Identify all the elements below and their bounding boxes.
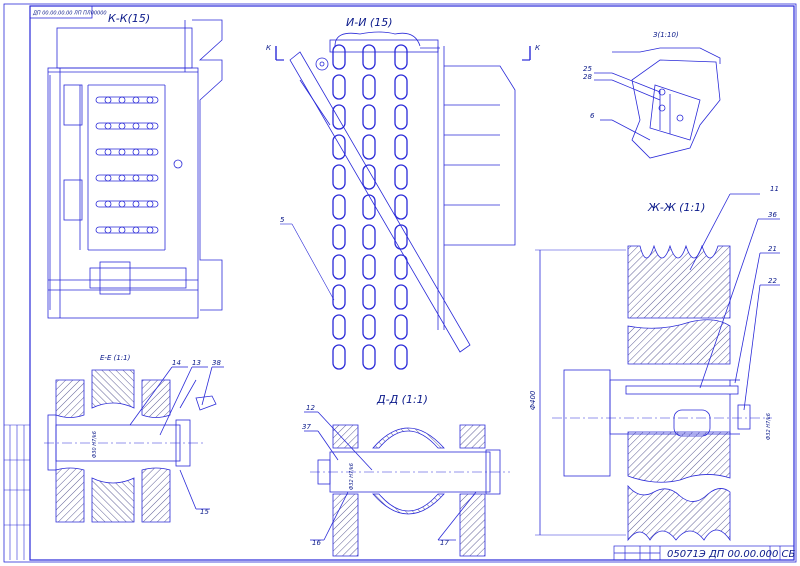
drawing-code: 05071Э ДП 00.00.000 СБ: [667, 549, 796, 560]
chain-column-1: [332, 44, 346, 370]
callout-17: 17: [440, 539, 449, 547]
callout-12: 12: [306, 404, 315, 412]
callout-5: 5: [280, 216, 285, 224]
chain-column-2: [362, 44, 376, 370]
cut-label-left: К: [266, 44, 272, 52]
callout-25: 25: [583, 65, 592, 73]
chain-column-3: [394, 44, 408, 370]
title-block: [613, 545, 795, 561]
callout-11: 11: [770, 185, 779, 193]
view-ii: [275, 31, 531, 353]
dim-zh-fit: Ф32 H7/k6: [766, 413, 772, 440]
cut-label-right: К: [535, 44, 541, 52]
view-zh-title: Ж-Ж (1:1): [647, 201, 705, 214]
dim-zh-vertical: Ф400: [529, 390, 537, 410]
sheet-frame: [3, 3, 797, 563]
view-kk-title: К-К(15): [108, 12, 150, 25]
view-z: [594, 47, 721, 159]
corner-code-box: ДП 00.00.00.00 ЛП ПЛ00000: [29, 5, 107, 19]
callout-28: 28: [583, 73, 592, 81]
callout-16: 16: [312, 539, 321, 547]
view-ii-title: И-И (15): [346, 16, 393, 29]
corner-code-text: ДП 00.00.00.00 ЛП ПЛ00000: [32, 11, 107, 17]
callout-6: 6: [590, 112, 595, 120]
callout-21: 21: [768, 245, 777, 253]
dim-ee-fit: Ф30 H7/k6: [92, 431, 98, 458]
callout-22: 22: [768, 277, 777, 285]
view-ee-title: Е-Е (1:1): [100, 354, 131, 362]
view-zh: [535, 193, 780, 542]
view-dd-title: Д-Д (1:1): [376, 393, 428, 406]
callout-38: 38: [212, 359, 221, 367]
callout-36: 36: [768, 211, 777, 219]
callout-15: 15: [200, 508, 209, 516]
callout-37: 37: [302, 423, 311, 431]
leader-5: [280, 223, 335, 301]
callout-13: 13: [192, 359, 201, 367]
view-kk: [47, 19, 223, 319]
view-dd: [304, 411, 510, 557]
dim-dd-fit: Ф32 H7/k6: [349, 463, 355, 490]
view-z-title: З(1:10): [653, 31, 679, 39]
callout-14: 14: [172, 359, 181, 367]
view-ee: [44, 366, 224, 523]
